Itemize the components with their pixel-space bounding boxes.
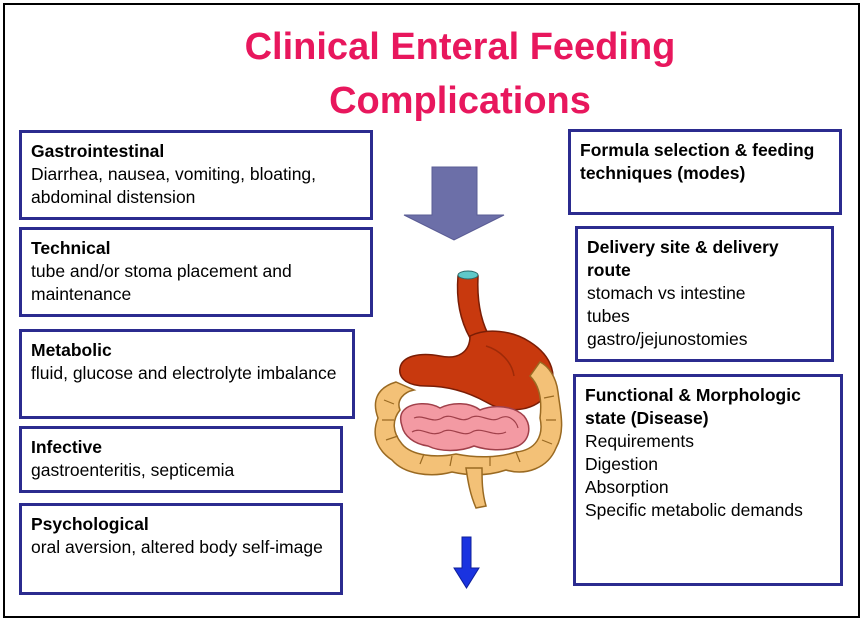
box-heading: Formula selection & feeding techniques (… — [580, 140, 815, 183]
box-heading: Functional & Morphologic state (Disease) — [585, 385, 801, 428]
box-text: fluid, glucose and electrolyte imbalance — [31, 363, 337, 383]
box-heading: Technical — [31, 238, 111, 258]
box-heading: Gastrointestinal — [31, 141, 165, 161]
box-heading: Psychological — [31, 514, 149, 534]
slide-frame — [3, 3, 860, 618]
digestive-system-icon — [374, 270, 563, 509]
box-line: Requirements — [585, 431, 694, 451]
box-text: Diarrhea, nausea, vomiting, bloating, ab… — [31, 164, 317, 207]
box-line: gastro/jejunostomies — [587, 329, 748, 349]
down-arrow-icon — [403, 166, 505, 241]
delivery-site-box: Delivery site & delivery route stomach v… — [575, 226, 834, 362]
box-line: tubes — [587, 306, 630, 326]
box-text: gastroenteritis, septicemia — [31, 460, 235, 480]
box-text: oral aversion, altered body self-image — [31, 537, 323, 557]
box-line: stomach vs intestine — [587, 283, 746, 303]
slide-title-line-2: Complications — [329, 80, 591, 122]
box-heading: Infective — [31, 437, 102, 457]
formula-selection-box: Formula selection & feeding techniques (… — [568, 129, 842, 215]
psychological-box: Psychological oral aversion, altered bod… — [19, 503, 343, 595]
box-heading: Delivery site & delivery route — [587, 237, 779, 280]
box-text: tube and/or stoma placement and maintena… — [31, 261, 292, 304]
box-line: Digestion — [585, 454, 658, 474]
metabolic-box: Metabolic fluid, glucose and electrolyte… — [19, 329, 355, 419]
slide-title-line-1: Clinical Enteral Feeding — [244, 26, 676, 68]
functional-morphologic-box: Functional & Morphologic state (Disease)… — [573, 374, 843, 586]
small-down-arrow-icon — [453, 536, 480, 589]
box-line: Specific metabolic demands — [585, 500, 803, 520]
gastrointestinal-box: Gastrointestinal Diarrhea, nausea, vomit… — [19, 130, 373, 220]
technical-box: Technical tube and/or stoma placement an… — [19, 227, 373, 317]
infective-box: Infective gastroenteritis, septicemia — [19, 426, 343, 493]
box-heading: Metabolic — [31, 340, 112, 360]
box-line: Absorption — [585, 477, 669, 497]
